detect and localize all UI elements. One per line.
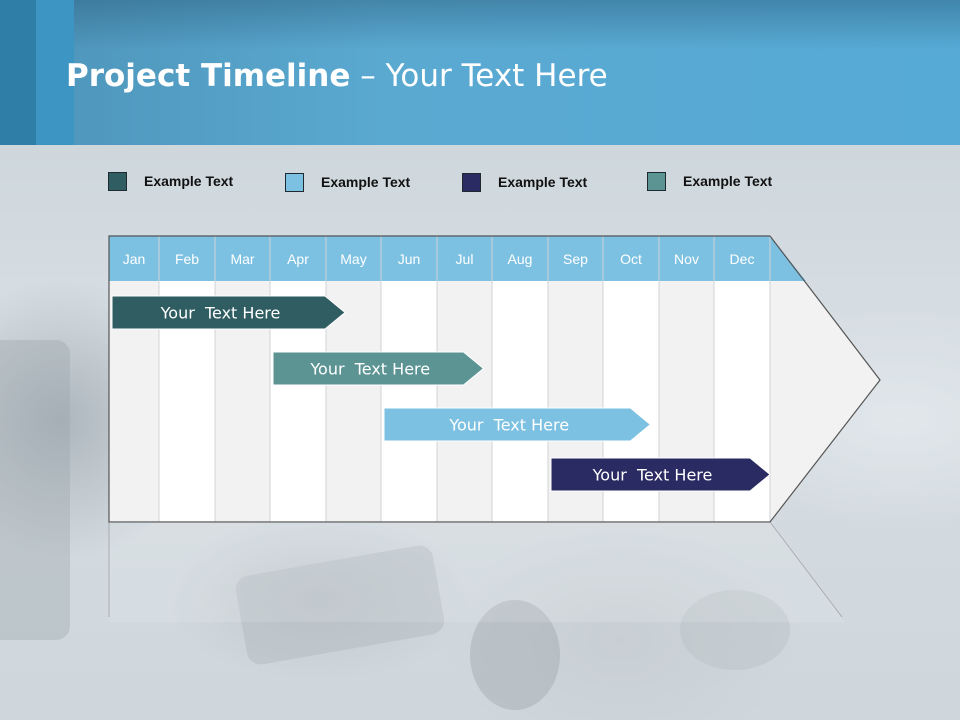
task-arrow: [111, 295, 346, 330]
month-label: Oct: [620, 251, 642, 267]
legend-item: Example Text: [647, 170, 772, 192]
legend-item: Example Text: [285, 171, 410, 193]
legend-swatch: [462, 172, 481, 192]
task-arrow: [272, 351, 485, 386]
month-label: Jan: [123, 251, 146, 267]
month-column: [492, 281, 548, 522]
task-label: Your Text Here: [592, 466, 713, 485]
legend-label: Example Text: [498, 174, 588, 190]
header-accent-strip: [0, 0, 36, 145]
page-title: Project Timeline – Your Text Here: [66, 58, 608, 108]
legend-swatch: [108, 171, 127, 191]
month-label: Sep: [563, 251, 588, 267]
title-bold: Project Timeline: [66, 58, 351, 94]
task-arrow: [383, 407, 652, 442]
legend-swatch: [647, 171, 666, 191]
month-label: Aug: [508, 251, 533, 267]
task-label: Your Text Here: [309, 360, 430, 379]
month-label: Mar: [230, 251, 254, 267]
timeline-outline: [108, 235, 770, 523]
background-shape: [680, 590, 790, 670]
month-label: Apr: [287, 251, 309, 267]
month-label: Feb: [175, 251, 199, 267]
title-rest: – Your Text Here: [350, 58, 608, 94]
legend-swatch: [285, 172, 304, 192]
header-accent-strip: [36, 0, 74, 145]
timeline-reflection: [109, 522, 845, 622]
background-shape: [0, 340, 70, 640]
legend-item: Example Text: [462, 171, 587, 193]
header-shade: [0, 0, 960, 50]
task-label: Your Text Here: [448, 416, 569, 435]
month-label: Nov: [674, 251, 699, 267]
background-shape: [470, 600, 560, 710]
month-label: Jul: [456, 251, 474, 267]
legend-item: Example Text: [108, 170, 233, 192]
header-band: Project Timeline – Your Text Here: [0, 0, 960, 145]
month-label: Jun: [398, 251, 421, 267]
month-label: Dec: [730, 251, 755, 267]
legend-label: Example Text: [683, 173, 773, 189]
month-label: May: [340, 251, 366, 267]
legend-label: Example Text: [144, 173, 234, 189]
arrow-tip-outline: [769, 235, 881, 523]
reflection-edge: [769, 521, 843, 618]
month-header-bar: [109, 236, 806, 281]
month-column: [381, 281, 437, 522]
legend-label: Example Text: [321, 174, 411, 190]
month-column: [437, 281, 492, 522]
task-label: Your Text Here: [160, 304, 281, 323]
task-arrow: [550, 457, 771, 492]
